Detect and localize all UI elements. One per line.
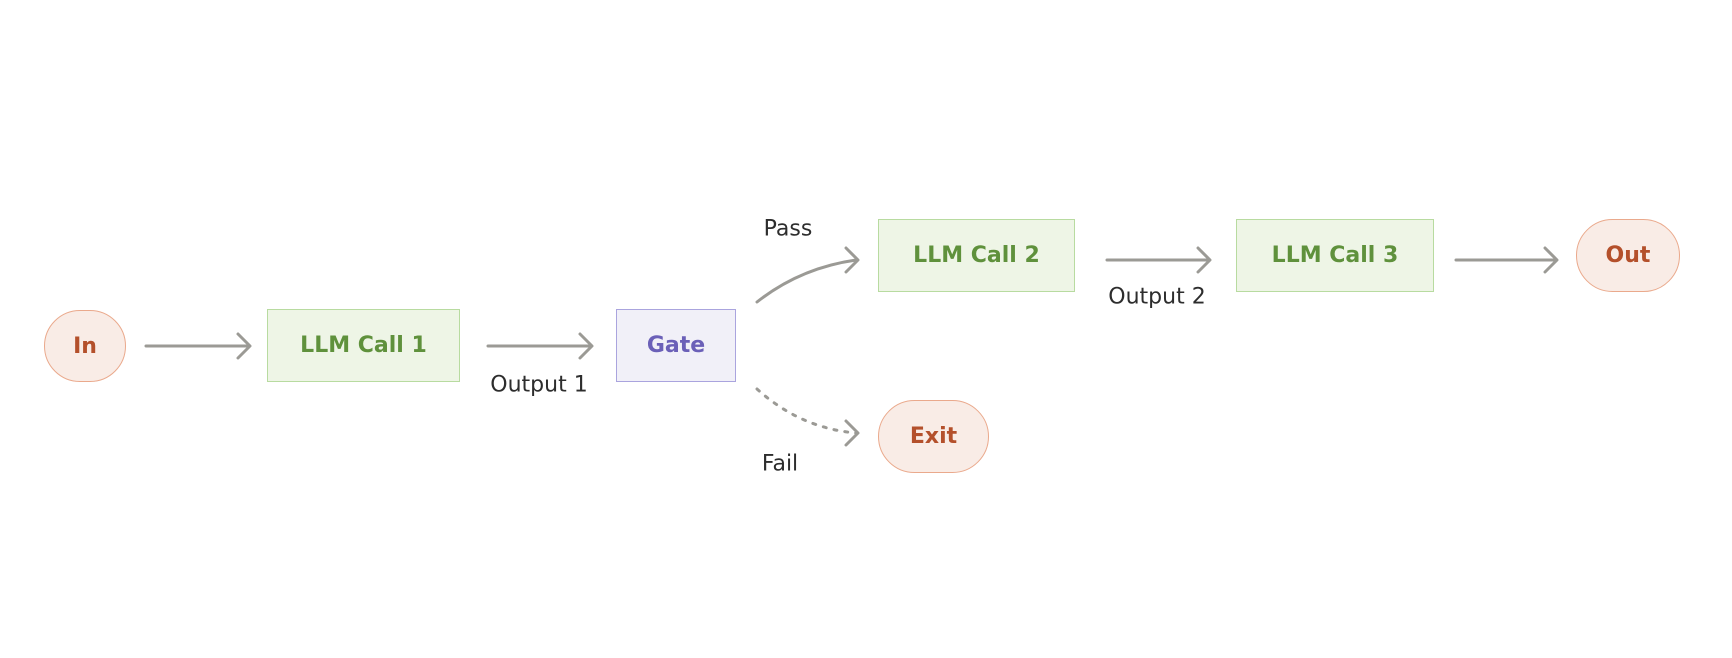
node-gate: Gate xyxy=(616,309,736,382)
label-output-1: Output 1 xyxy=(490,372,588,398)
node-out: Out xyxy=(1576,219,1680,292)
node-llm-call-3: LLM Call 3 xyxy=(1236,219,1434,292)
label-output-2: Output 2 xyxy=(1108,284,1206,310)
node-llm-call-1: LLM Call 1 xyxy=(267,309,460,382)
arrow-llm2-to-llm3 xyxy=(1105,246,1212,274)
arrow-gate-to-llm2-pass xyxy=(755,246,860,304)
arrow-llm1-to-gate xyxy=(486,332,594,360)
label-pass: Pass xyxy=(763,216,813,242)
node-llm-call-2: LLM Call 2 xyxy=(878,219,1075,292)
label-fail: Fail xyxy=(761,451,799,477)
arrow-llm3-to-out xyxy=(1454,246,1559,274)
arrow-in-to-llm1 xyxy=(144,332,252,360)
node-exit: Exit xyxy=(878,400,989,473)
arrow-gate-to-exit-fail xyxy=(755,387,860,447)
node-in: In xyxy=(44,310,126,382)
